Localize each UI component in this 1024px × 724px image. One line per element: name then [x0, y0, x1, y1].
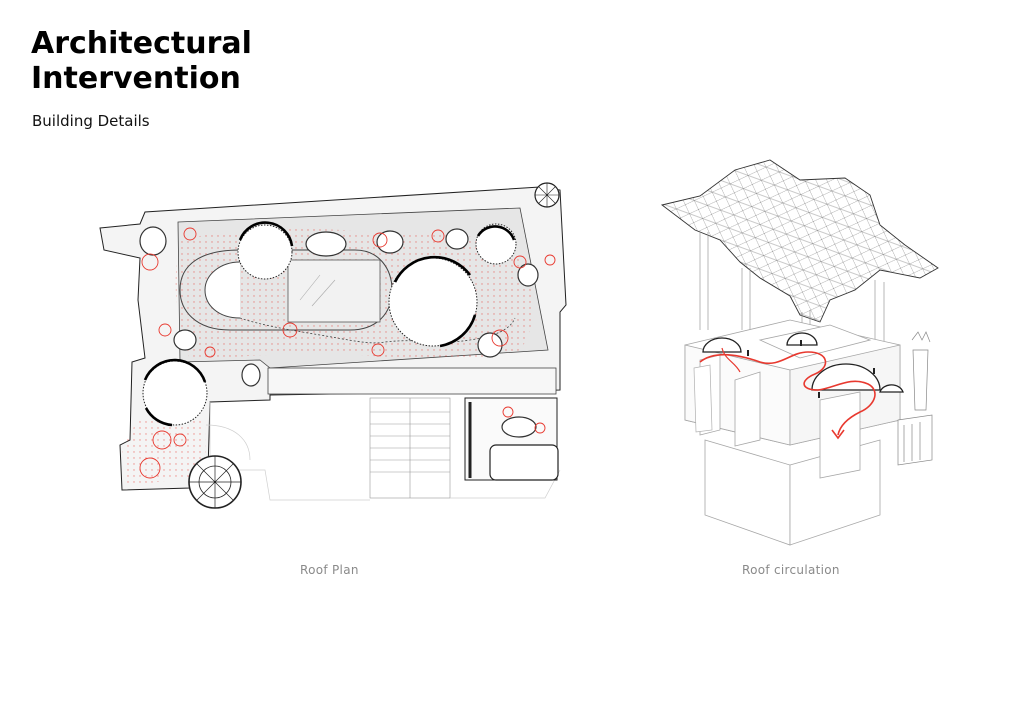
page-title: Architectural Intervention — [31, 26, 252, 96]
axo-circulation-route — [699, 351, 876, 436]
axo-circulation-arrow — [831, 429, 845, 440]
title-line-1: Architectural — [31, 26, 252, 61]
plan-central-pool — [287, 259, 381, 323]
roof-plan-caption: Roof Plan — [300, 563, 359, 577]
plan-dome-3 — [475, 223, 517, 265]
axo-ornamental-column — [897, 331, 933, 466]
plan-red-plants — [139, 227, 556, 479]
plan-round-tower — [188, 455, 242, 509]
axo-dome-4 — [879, 384, 904, 393]
page-subtitle: Building Details — [32, 112, 150, 130]
axo-domes — [702, 332, 904, 393]
plan-small-tower — [534, 182, 560, 208]
plan-planting-area-2 — [122, 418, 206, 486]
plan-dome-2 — [388, 255, 478, 348]
roof-plan-drawing — [99, 182, 567, 509]
plan-staircase — [369, 397, 451, 499]
plan-dome-4 — [142, 358, 208, 427]
axo-mesh-canopy — [660, 159, 939, 323]
plan-lower-corridor — [267, 367, 557, 395]
axo-dome-3 — [811, 363, 881, 391]
plan-planters — [139, 226, 539, 438]
plan-dome-1 — [237, 221, 294, 280]
plan-right-box — [489, 444, 559, 481]
axo-building — [684, 319, 901, 546]
axo-people — [747, 340, 875, 398]
roof-circulation-drawing — [660, 159, 939, 546]
axo-left-column — [693, 364, 713, 433]
roof-circulation-caption: Roof circulation — [742, 563, 840, 577]
axo-dome-2 — [786, 332, 818, 346]
plan-track-inner — [204, 261, 241, 319]
title-line-2: Intervention — [31, 61, 241, 96]
plan-track-loop — [179, 249, 393, 331]
axo-dome-1 — [702, 337, 742, 353]
axo-circulation-branch — [721, 347, 741, 373]
